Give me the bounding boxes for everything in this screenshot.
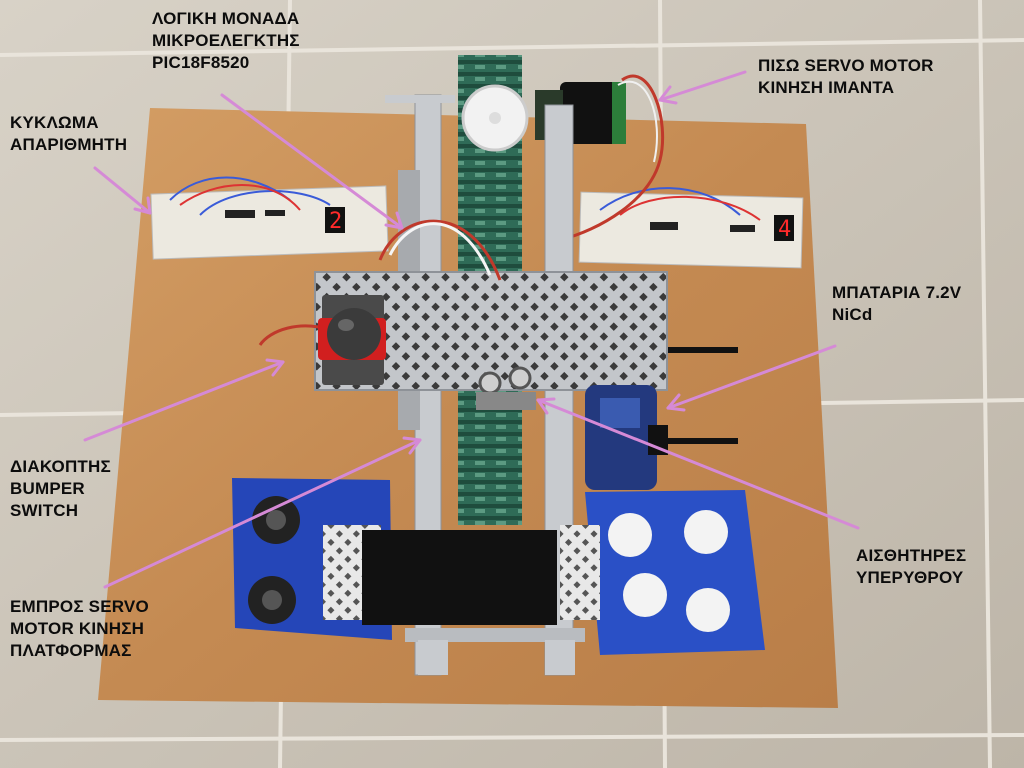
counter-breadboard-left: 2: [150, 176, 389, 260]
label-battery: ΜΠΑΤΑΡΙΑ 7.2V NiCd: [832, 283, 962, 324]
annotation-arrows: [83, 70, 860, 589]
counter-breadboard-right: 4: [578, 187, 804, 269]
front-servo-motor: [362, 530, 557, 625]
seven-segment-display-left: 2: [329, 209, 342, 234]
label-ir-sensors: ΑΙΣΘΗΤΗΡΕΣ ΥΠΕΡΥΘΡΟΥ: [856, 546, 967, 587]
label-logic-unit: ΛΟΓΙΚΗ ΜΟΝΑΔΑ ΜΙΚΡΟΕΛΕΓΚΤΗΣ PIC18F8520: [152, 9, 300, 72]
blue-container-right: [585, 490, 765, 655]
label-bumper-switch: ΔΙΑΚΟΠΤΗΣ BUMPER SWITCH: [10, 457, 111, 520]
seven-segment-display-right: 4: [778, 217, 791, 242]
infrared-sensors: [476, 366, 536, 410]
bumper-switch: [318, 295, 386, 385]
label-front-servo: ΕΜΠΡΟΣ SERVO MOTOR ΚΙΝΗΣΗ ΠΛΑΤΦΟΡΜΑΣ: [10, 597, 149, 660]
label-rear-servo: ΠΙΣΩ SERVO MOTOR ΚΙΝΗΣΗ ΙΜΑΝΤΑ: [758, 56, 934, 97]
label-counter-circuit: ΚΥΚΛΩΜΑ ΑΠΑΡΙΘΜΗΤΗ: [10, 113, 128, 154]
